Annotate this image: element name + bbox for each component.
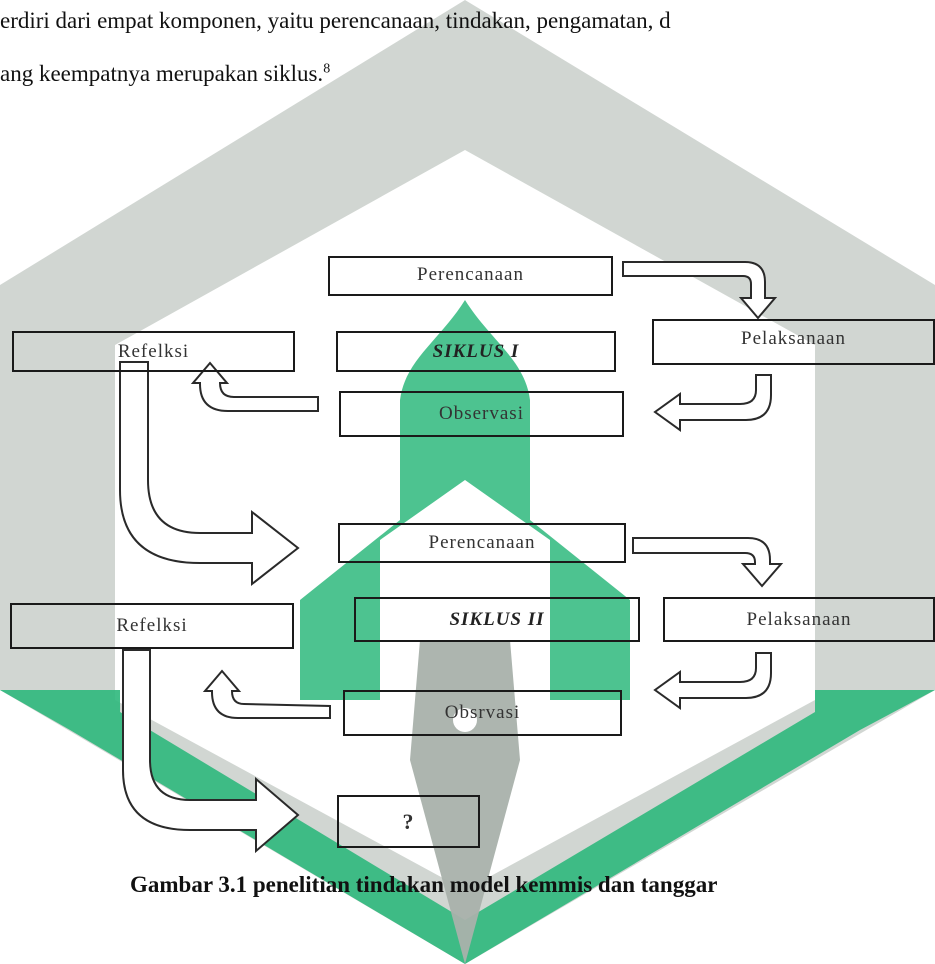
cycle1-action-label: Pelaksanaan: [741, 328, 846, 349]
cycle2-reflection-label: Refelksi: [116, 615, 188, 636]
cycle2-action-label: Pelaksanaan: [746, 609, 852, 630]
arrow-plan-to-action-1: [622, 261, 778, 320]
watermark-pen-hole: [453, 708, 477, 732]
footnote-marker: 8: [323, 61, 331, 77]
cycle2-observation-label: Obsrvasi: [444, 702, 521, 723]
arrow-observation-to-reflection-1: [190, 361, 319, 412]
paragraph-line-2: ang keempatnya merupakan siklus.8: [0, 61, 330, 87]
cycle1-reflection-box: Refelksi: [12, 331, 295, 372]
arrow-action-to-observation-2: [653, 652, 772, 710]
arrow-reflection-to-plan-2: [119, 361, 300, 587]
cycle2-action-box: Pelaksanaan: [663, 597, 935, 642]
cycle1-title: SIKLUS I: [432, 341, 520, 362]
paragraph-line-2-text: ang keempatnya merupakan siklus.: [0, 61, 324, 86]
watermark-pen-nib: [410, 640, 520, 964]
figure-caption: Gambar 3.1 penelitian tindakan model kem…: [130, 872, 717, 898]
cycle2-reflection-box: Refelksi: [10, 603, 294, 649]
arrow-action-to-observation-1: [653, 374, 772, 432]
cycle2-title: SIKLUS II: [449, 609, 545, 630]
watermark-mosque: [300, 300, 630, 700]
next-step-box: ?: [337, 795, 480, 848]
figure-caption-text: Gambar 3.1 penelitian tindakan model kem…: [130, 872, 718, 897]
paragraph-line-1-text: erdiri dari empat komponen, yaitu perenc…: [0, 8, 671, 33]
cycle2-planning-box: Perencanaan: [338, 523, 626, 563]
cycle1-action-box: Pelaksanaan: [652, 319, 935, 365]
cycle1-title-box: SIKLUS I: [336, 331, 616, 372]
next-step-label: ?: [402, 809, 415, 834]
cycle1-observation-box: Observasi: [339, 391, 624, 437]
cycle1-planning-box: Perencanaan: [328, 256, 613, 296]
cycle1-observation-label: Observasi: [439, 403, 524, 424]
arrow-reflection-to-next: [122, 649, 300, 854]
cycle1-reflection-label: Refelksi: [117, 341, 190, 362]
arrow-observation-to-reflection-2: [202, 669, 331, 719]
cycle1-planning-label: Perencanaan: [417, 264, 524, 285]
cycle2-observation-box: Obsrvasi: [343, 690, 622, 736]
cycle2-planning-label: Perencanaan: [428, 532, 536, 553]
arrow-plan-to-action-2: [632, 537, 784, 588]
cycle2-title-box: SIKLUS II: [354, 597, 640, 642]
paragraph-line-1: erdiri dari empat komponen, yaitu perenc…: [0, 8, 671, 34]
